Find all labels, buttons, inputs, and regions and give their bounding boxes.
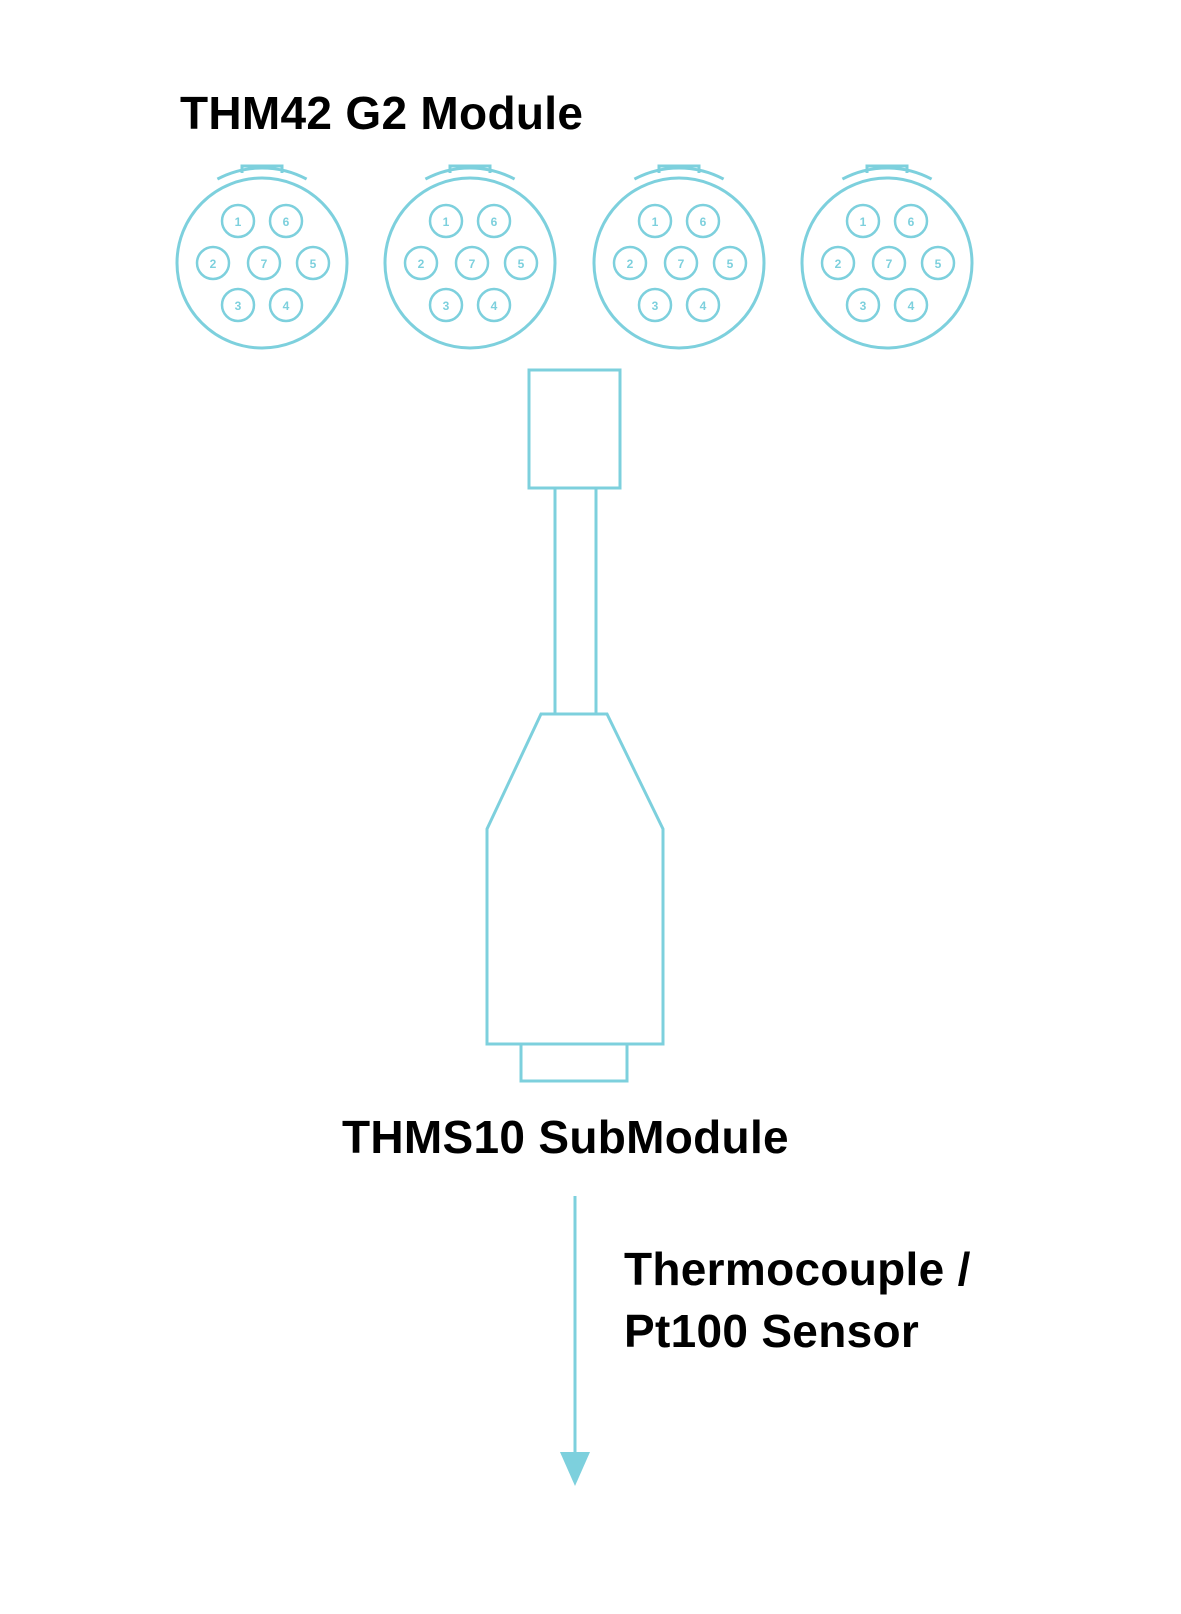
connector-body — [383, 176, 557, 350]
sensor-label-line-2: Pt100 Sensor — [624, 1305, 920, 1357]
pin-2 — [403, 245, 439, 281]
pin-4 — [685, 287, 721, 323]
connector-1: 1 6 2 7 5 3 4 — [175, 164, 349, 350]
pin-1 — [845, 203, 881, 239]
pin-2 — [820, 245, 856, 281]
pin-label: 7 — [678, 257, 685, 271]
pin-label: 7 — [469, 257, 476, 271]
pin-label: 1 — [443, 215, 450, 229]
arrow-head-icon — [560, 1452, 590, 1486]
pin-label: 6 — [491, 215, 498, 229]
connector-key-arc — [216, 166, 308, 181]
pin-4 — [893, 287, 929, 323]
sensor-label: Thermocouple / Pt100 Sensor — [624, 1238, 971, 1362]
pin-6 — [268, 203, 304, 239]
pin-label: 7 — [261, 257, 268, 271]
pin-6 — [893, 203, 929, 239]
pin-label: 1 — [860, 215, 867, 229]
pin-7 — [246, 245, 282, 281]
pin-2 — [195, 245, 231, 281]
pin-label: 3 — [860, 299, 867, 313]
pin-4 — [268, 287, 304, 323]
pin-label: 1 — [235, 215, 242, 229]
pin-label: 2 — [835, 257, 842, 271]
connector-key-arc — [841, 166, 933, 181]
connector-key-tab — [448, 164, 492, 173]
pin-label: 7 — [886, 257, 893, 271]
connector-key-arc — [424, 166, 516, 181]
pin-5 — [503, 245, 539, 281]
pin-1 — [637, 203, 673, 239]
plug-head — [527, 368, 622, 490]
submodule-housing — [485, 712, 665, 1046]
pin-5 — [920, 245, 956, 281]
pin-label: 3 — [443, 299, 450, 313]
pin-label: 5 — [518, 257, 525, 271]
pin-label: 2 — [627, 257, 634, 271]
pin-label: 3 — [235, 299, 242, 313]
pin-label: 4 — [700, 299, 707, 313]
submodule-output-socket — [519, 1042, 629, 1083]
pin-label: 2 — [418, 257, 425, 271]
pin-3 — [845, 287, 881, 323]
connector-3: 1 6 2 7 5 3 4 — [592, 164, 766, 350]
pin-label: 2 — [210, 257, 217, 271]
pin-label: 4 — [283, 299, 290, 313]
pin-label: 5 — [935, 257, 942, 271]
pin-2 — [612, 245, 648, 281]
connector-4: 1 6 2 7 5 3 4 — [800, 164, 974, 350]
connector-2: 1 6 2 7 5 3 4 — [383, 164, 557, 350]
pin-label: 5 — [310, 257, 317, 271]
pin-label: 6 — [283, 215, 290, 229]
pin-1 — [428, 203, 464, 239]
pin-6 — [476, 203, 512, 239]
sensor-label-line-1: Thermocouple / — [624, 1243, 971, 1295]
submodule-title: THMS10 SubModule — [342, 1111, 789, 1163]
pin-5 — [712, 245, 748, 281]
connector-key-tab — [657, 164, 701, 173]
pin-3 — [637, 287, 673, 323]
pin-label: 5 — [727, 257, 734, 271]
connector-body — [800, 176, 974, 350]
module-title: THM42 G2 Module — [180, 87, 584, 139]
pin-label: 6 — [908, 215, 915, 229]
pin-7 — [454, 245, 490, 281]
connector-body — [592, 176, 766, 350]
pin-1 — [220, 203, 256, 239]
pin-6 — [685, 203, 721, 239]
pin-5 — [295, 245, 331, 281]
pin-3 — [428, 287, 464, 323]
connector-row: 1 6 2 7 5 3 4 1 6 2 7 5 3 4 1 6 2 7 5 3 4 1 6 2 7 5 3 4 — [175, 164, 974, 350]
pin-label: 3 — [652, 299, 659, 313]
sensor-arrow — [560, 1196, 590, 1486]
pin-label: 4 — [908, 299, 915, 313]
pin-label: 4 — [491, 299, 498, 313]
connector-key-arc — [633, 166, 725, 181]
connector-key-tab — [865, 164, 909, 173]
connector-body — [175, 176, 349, 350]
pin-label: 1 — [652, 215, 659, 229]
pin-4 — [476, 287, 512, 323]
submodule-cable — [485, 368, 665, 1083]
pin-label: 6 — [700, 215, 707, 229]
connector-key-tab — [240, 164, 284, 173]
pin-3 — [220, 287, 256, 323]
pin-7 — [871, 245, 907, 281]
cable-body — [553, 488, 598, 714]
pin-7 — [663, 245, 699, 281]
